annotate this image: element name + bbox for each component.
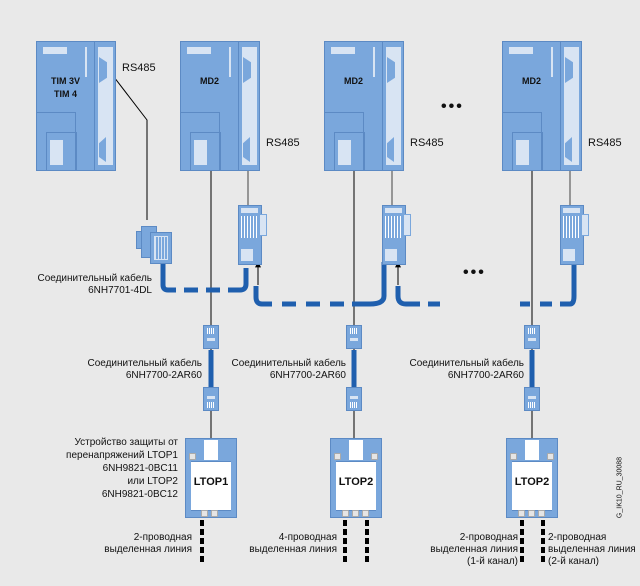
- md2-1-bus-connector: [238, 205, 267, 267]
- md2-n-rs485-label: RS485: [588, 137, 622, 149]
- figure-id: G_IK10_RU_30088: [616, 456, 624, 519]
- rj45-bottom-2: [346, 387, 362, 411]
- rj45-top-1: [203, 325, 219, 349]
- ltop-2-name: LTOP2: [338, 476, 374, 488]
- rj45-bottom-1: [203, 387, 219, 411]
- md2-1-rs485-label: RS485: [266, 137, 300, 149]
- rj45-top-2: [346, 325, 362, 349]
- ellipsis-top: •••: [441, 98, 464, 115]
- bus-dash: [184, 268, 249, 293]
- ltop-device-2: LTOP2: [330, 438, 382, 518]
- md2-n-label: MD2: [521, 76, 541, 86]
- rj45-top-3: [524, 325, 540, 349]
- bus-cable-start: [160, 262, 176, 293]
- ltop-3-name: LTOP2: [514, 476, 550, 488]
- md2-2-rs485-label: RS485: [410, 137, 444, 149]
- ltop-1-name: LTOP1: [193, 476, 229, 488]
- tim-rs485-label: RS485: [122, 62, 156, 74]
- bus-dash-4: [520, 262, 577, 307]
- md2-2-bus-connector: [382, 205, 411, 267]
- ltop-device-3: LTOP2: [506, 438, 558, 518]
- md2-1-label: MD2: [199, 76, 219, 86]
- tim-rs485-link: [103, 63, 148, 220]
- md2-n-bus-connector: [560, 205, 589, 267]
- ltop-device-1: LTOP1: [185, 438, 237, 518]
- ellipsis-bus: •••: [463, 264, 486, 281]
- rj45-bottom-3: [524, 387, 540, 411]
- md2-module-n: MD2: [502, 41, 582, 171]
- bus-dash-2: [253, 262, 387, 307]
- md2-2-label: MD2: [343, 76, 363, 86]
- md2-module-2: MD2: [324, 41, 404, 171]
- bus-dash-3: [395, 286, 440, 307]
- md2-module-1: MD2: [180, 41, 260, 171]
- tim-bus-connector: [136, 222, 176, 264]
- surge-protection-note: Устройство защиты от перенапряжений LTOP…: [66, 437, 178, 500]
